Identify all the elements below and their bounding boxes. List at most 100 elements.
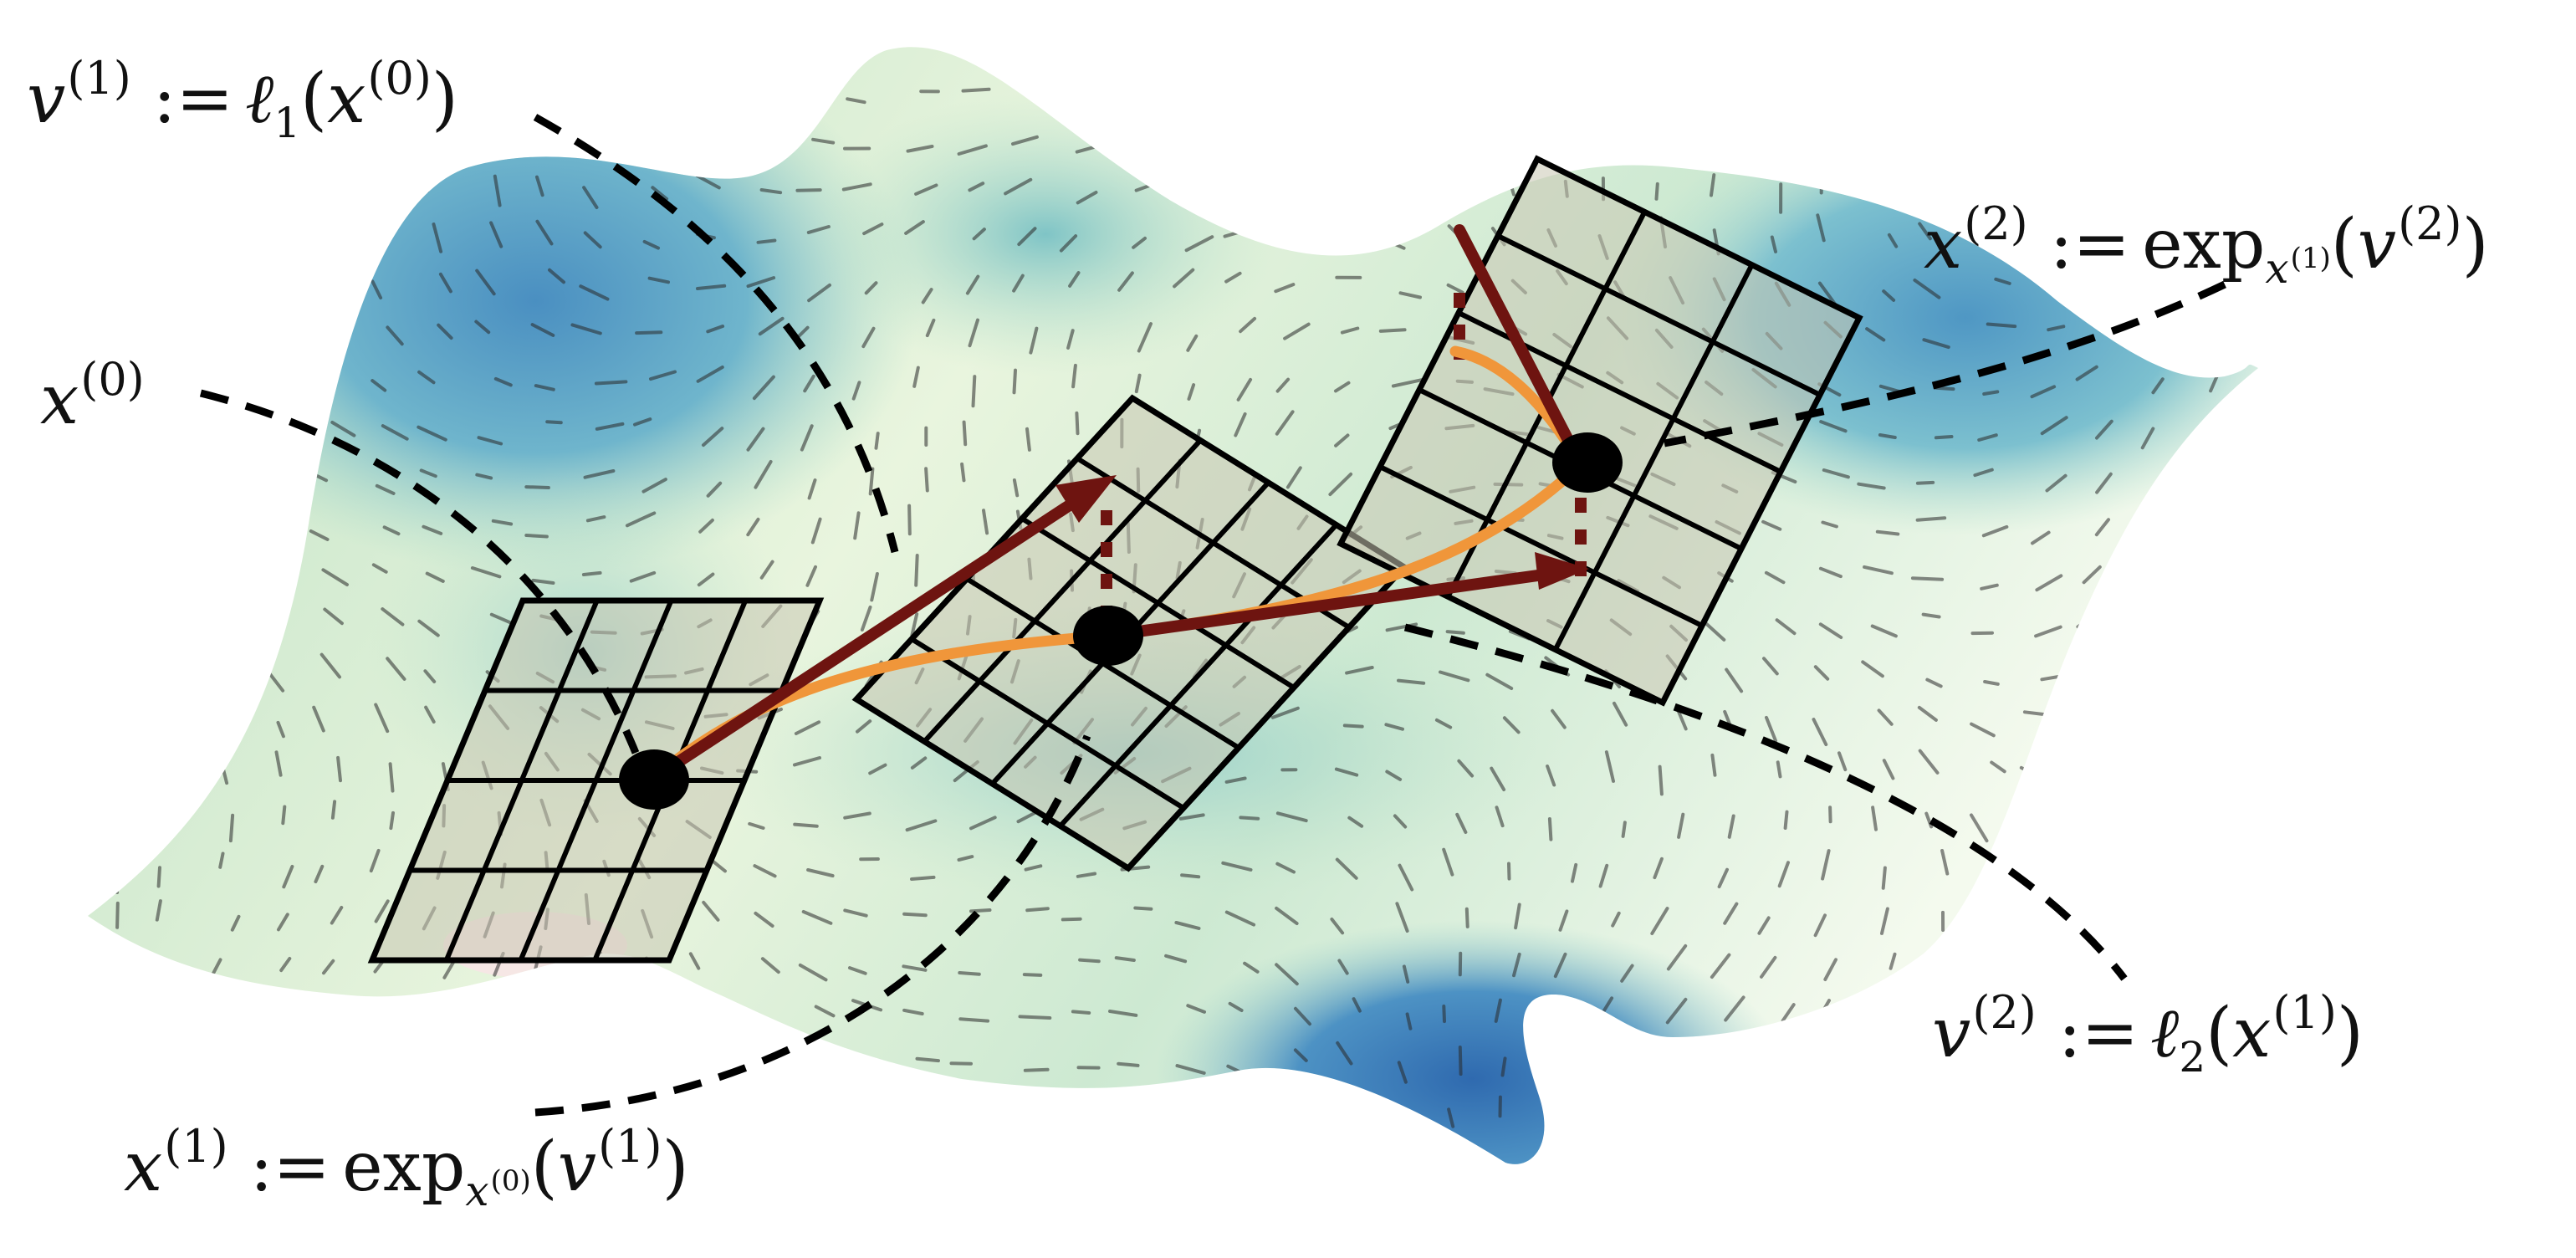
- vector-field-tick: [1078, 958, 1101, 964]
- vector-field-tick: [2140, 427, 2155, 450]
- vector-field-tick: [1760, 955, 1777, 979]
- vector-field-tick: [97, 616, 120, 621]
- vector-field-tick: [317, 1043, 335, 1066]
- vector-field-tick: [1870, 624, 1898, 638]
- vector-field-tick: [957, 855, 974, 862]
- vector-field-tick: [323, 607, 344, 626]
- vector-field-tick: [807, 283, 831, 303]
- vector-field-tick: [921, 288, 933, 304]
- vector-field-tick: [106, 999, 114, 1031]
- vector-field-tick: [1393, 814, 1408, 829]
- vector-field-tick: [1020, 82, 1041, 87]
- vector-field-tick: [1337, 1093, 1358, 1117]
- vector-field-tick: [1887, 233, 1899, 248]
- vector-field-tick: [159, 672, 177, 688]
- vector-field-tick: [1017, 227, 1037, 247]
- vector-field-tick: [274, 750, 283, 777]
- vector-field-tick: [1275, 811, 1308, 823]
- vector-field-tick: [2132, 964, 2153, 981]
- vector-field-tick: [2100, 904, 2117, 919]
- vector-field-tick: [1275, 862, 1296, 874]
- vector-field-tick: [1833, 1051, 1846, 1074]
- vector-field-tick: [155, 899, 162, 922]
- vector-field-tick: [1915, 516, 1947, 522]
- vector-field-tick: [1818, 622, 1843, 639]
- vector-field-tick: [491, 519, 514, 526]
- vector-field-tick: [1134, 183, 1153, 192]
- vector-field-tick: [1706, 1045, 1722, 1066]
- vector-field-tick: [1703, 77, 1719, 101]
- vector-field-tick: [2040, 416, 2068, 436]
- vector-field-tick: [2183, 824, 2210, 828]
- vector-field-tick: [1710, 173, 1716, 197]
- vector-field-tick: [982, 509, 989, 535]
- vector-field-tick: [702, 994, 721, 1022]
- vector-field-tick: [1335, 89, 1349, 105]
- vector-field-tick: [914, 554, 919, 587]
- vector-field-tick: [2086, 709, 2107, 717]
- vector-field-tick: [1828, 805, 1832, 824]
- vector-field-tick: [806, 868, 835, 877]
- vector-field-tick: [1511, 81, 1518, 108]
- vector-field-tick: [1934, 386, 1955, 391]
- vector-field-tick: [492, 992, 507, 1022]
- vector-field-tick: [629, 570, 657, 583]
- vector-field-tick: [2137, 320, 2164, 341]
- vector-field-tick: [1117, 1061, 1140, 1067]
- tangent-vector-v2-head: [1535, 552, 1589, 590]
- vector-field-tick: [958, 1113, 986, 1122]
- vector-field-tick: [1243, 961, 1260, 974]
- vector-field-tick: [1012, 478, 1020, 498]
- vector-field-tick: [1334, 767, 1359, 777]
- vector-field-tick: [1224, 910, 1256, 927]
- vector-field-tick: [477, 436, 503, 446]
- vector-field-tick: [2189, 569, 2200, 591]
- vector-field-tick: [902, 912, 928, 918]
- vector-field-tick: [163, 809, 171, 832]
- vector-field-tick: [1890, 182, 1902, 211]
- vector-field-tick: [590, 1054, 595, 1081]
- leader-v2: [1403, 623, 2128, 981]
- vector-field-tick: [1016, 1102, 1041, 1110]
- vector-field-tick: [1823, 958, 1837, 981]
- vector-field-tick: [1719, 1103, 1735, 1134]
- vector-field-tick: [1867, 1052, 1878, 1080]
- vector-field-tick: [2019, 765, 2044, 780]
- vector-field-tick: [1613, 701, 1628, 727]
- vector-field-tick: [383, 1051, 395, 1066]
- vector-field-tick: [1934, 189, 1944, 206]
- vector-field-tick: [801, 910, 833, 925]
- vector-field-tick: [1986, 322, 2017, 329]
- vector-field-tick: [1511, 124, 1515, 144]
- vector-field-tick: [438, 272, 452, 294]
- vector-field-tick: [1877, 708, 1894, 726]
- vector-field-tick: [212, 1096, 220, 1113]
- vector-field-tick: [910, 875, 936, 881]
- vector-field-tick: [853, 511, 861, 540]
- vector-field-tick: [2075, 365, 2098, 381]
- vector-field-tick: [1666, 73, 1685, 102]
- vector-field-tick: [800, 424, 814, 452]
- vector-field-tick: [746, 427, 765, 452]
- vector-field-tick: [585, 515, 606, 523]
- vector-field-tick: [710, 83, 726, 100]
- vector-field-tick: [1328, 472, 1353, 497]
- vector-field-tick: [218, 626, 241, 644]
- vector-field-tick: [475, 268, 496, 296]
- vector-field-tick: [2023, 800, 2048, 821]
- vector-field-tick: [1837, 751, 1848, 772]
- vector-field-tick: [110, 664, 136, 678]
- vector-field-tick: [1717, 867, 1729, 889]
- vector-field-tick: [1239, 816, 1260, 821]
- vector-field-tick: [222, 376, 240, 390]
- vector-field-tick: [278, 1005, 296, 1029]
- vector-field-tick: [1352, 997, 1362, 1013]
- vector-field-tick: [336, 755, 342, 783]
- vector-field-tick: [1022, 973, 1043, 977]
- vector-field-tick: [2095, 472, 2113, 494]
- point-x2: [1552, 432, 1623, 493]
- vector-field-tick: [1878, 433, 1897, 439]
- vector-field-tick: [807, 478, 817, 500]
- vector-field-tick: [2129, 613, 2151, 637]
- vector-field-tick: [1654, 182, 1659, 201]
